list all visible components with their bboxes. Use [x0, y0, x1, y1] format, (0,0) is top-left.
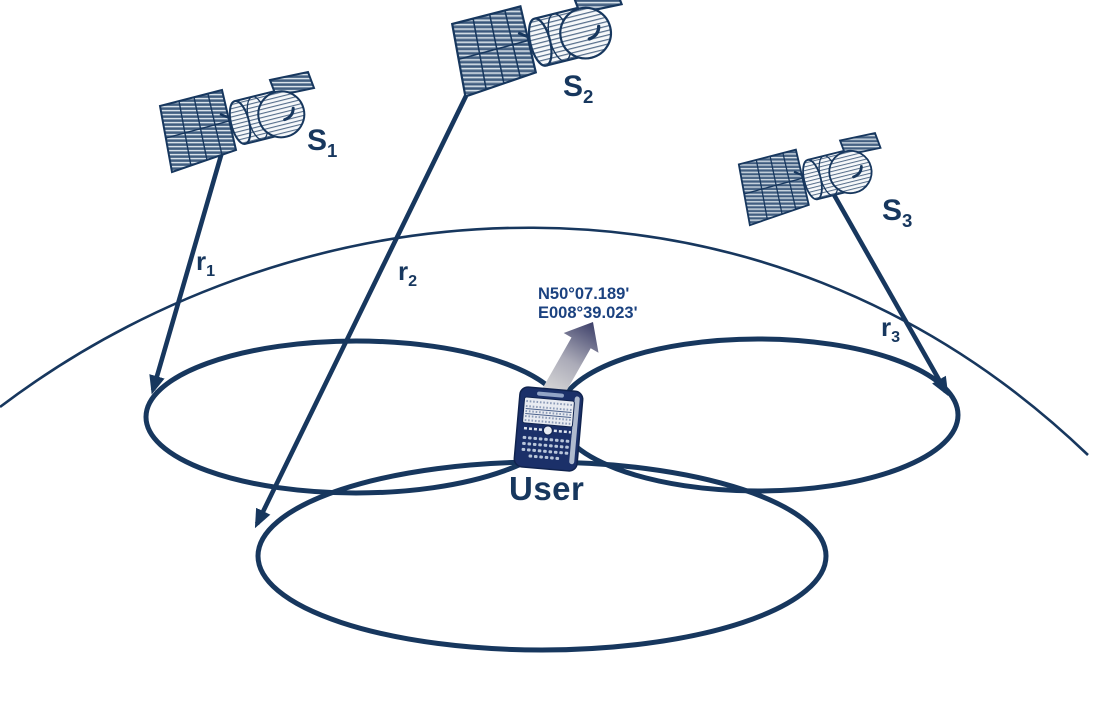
range-circle-3 [555, 336, 961, 494]
satellite-2-label-base: S [563, 70, 584, 103]
smartphone-icon [513, 386, 584, 472]
satellite-1-icon [158, 70, 316, 174]
user-label: User [509, 470, 585, 507]
range-3-label-sub: 3 [891, 328, 901, 347]
range-1-label-base: r [196, 246, 207, 276]
satellite-2-label-sub: 2 [583, 86, 594, 107]
range-2-label-base: r [398, 256, 409, 286]
range-vector-r3 [830, 191, 949, 397]
range-vector-r1 [149, 151, 225, 395]
satellite-3-icon [737, 131, 882, 227]
earth-horizon-arc [0, 226, 1089, 456]
range-circle-1 [143, 338, 569, 496]
user-coordinates: N50°07.189' E008°39.023' [538, 285, 638, 323]
range-2-label: r2 [398, 258, 417, 289]
satellite-2-icon [450, 0, 624, 99]
satellite-3-label: S3 [882, 196, 912, 231]
location-pointer-arrow-icon [542, 322, 599, 400]
satellite-1-label-sub: 1 [327, 140, 338, 161]
range-vector-r2 [254, 94, 469, 529]
range-1-label-sub: 1 [206, 262, 216, 281]
user-coordinates-longitude: E008°39.023' [538, 304, 638, 322]
range-1-label: r1 [196, 248, 215, 279]
satellite-3-label-base: S [882, 194, 903, 227]
satellite-1-label-base: S [307, 124, 328, 157]
satellite-3-label-sub: 3 [902, 210, 913, 231]
range-3-label-base: r [881, 312, 892, 342]
range-2-label-sub: 2 [408, 272, 418, 291]
satellite-2-label: S2 [563, 72, 593, 107]
range-3-label: r3 [881, 314, 900, 345]
satellite-1-label: S1 [307, 126, 337, 161]
user-coordinates-latitude: N50°07.189' [538, 285, 630, 303]
